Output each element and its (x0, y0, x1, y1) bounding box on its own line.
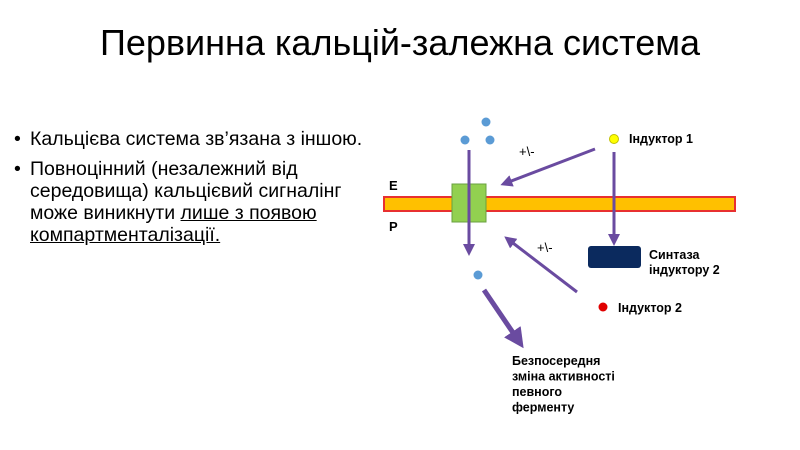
inducer2-to-channel-arrow (504, 236, 578, 294)
inducer1-to-channel-arrow (500, 147, 596, 187)
calcium-ion (485, 135, 495, 145)
effect-label: Безпосередня зміна активності певного фе… (512, 354, 618, 415)
ion-to-effect-arrow (481, 288, 524, 349)
bullet-item: Повноцінний (незалежний від середовища) … (14, 158, 394, 246)
slide-title: Первинна кальцій-залежна система (99, 22, 701, 63)
side-label-extracellular: Е (389, 178, 398, 193)
inducer1-label: Індуктор 1 (629, 132, 693, 146)
calcium-ion (473, 270, 483, 280)
effect-label-line: Безпосередня (512, 354, 600, 368)
inducer2-dot (598, 302, 608, 312)
modulation-sign-top: +\- (519, 144, 535, 159)
bullet-text: Повноцінний (незалежний від середовища) … (30, 158, 342, 224)
synthase-label-line: Синтаза (649, 248, 701, 262)
synthase-label-line: індуктору 2 (649, 263, 720, 277)
synthase-box (588, 246, 641, 268)
effect-label-line: зміна активності (512, 370, 615, 384)
inducer1-dot (609, 134, 619, 144)
effect-label-line: ферменту (512, 401, 574, 415)
calcium-ion (481, 117, 491, 127)
bullet-underlined-text: лише з появою компартменталізації. (30, 202, 317, 246)
calcium-ion (460, 135, 470, 145)
modulation-sign-bottom: +\- (537, 240, 553, 255)
bullet-item: Кальцієва система зв’язана з іншою. (14, 128, 394, 150)
membrane-bar (383, 196, 736, 212)
inducer2-label: Індуктор 2 (618, 301, 682, 315)
side-label-reticulum: Р (389, 219, 398, 234)
bullet-list: Кальцієва система зв’язана з іншою. Повн… (14, 128, 394, 254)
effect-label-line: певного (512, 385, 562, 399)
synthase-label: Синтаза індуктору 2 (649, 248, 720, 277)
bullet-text: Кальцієва система зв’язана з іншою. (30, 128, 363, 150)
